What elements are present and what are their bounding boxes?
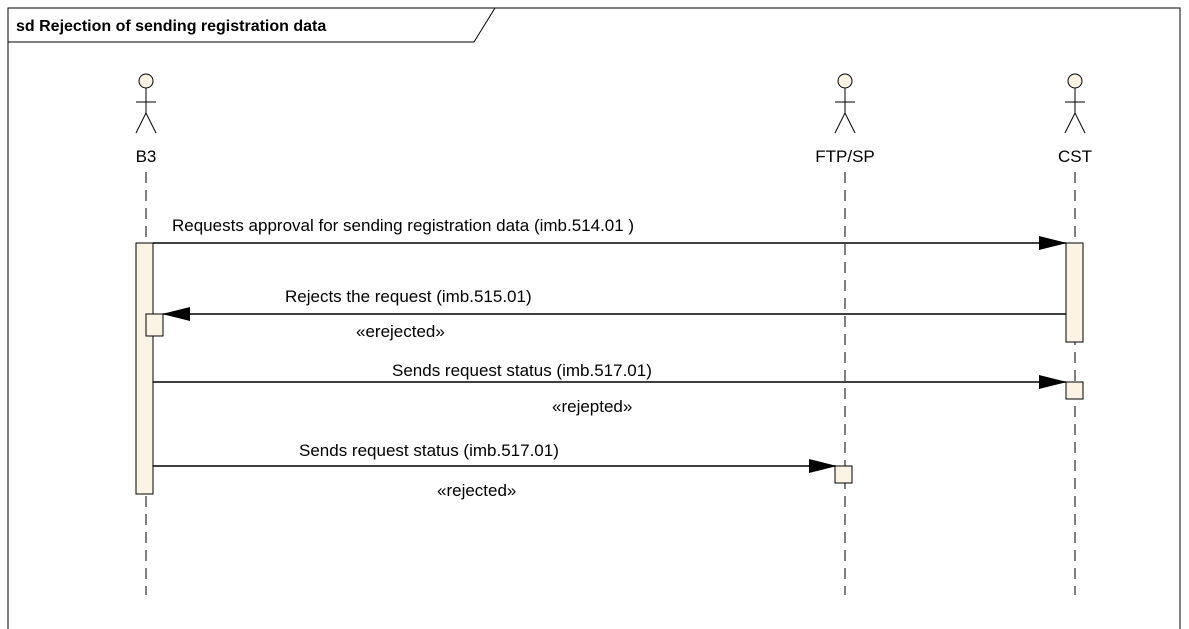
message-status-to-cst-label: Sends request status (imb.517.01) — [392, 361, 652, 380]
frame-border — [7, 7, 1181, 629]
message-status-to-ftp-sp-label: Sends request status (imb.517.01) — [299, 441, 559, 460]
actor-ftp-sp: FTP/SP — [815, 73, 875, 166]
actor-cst: CST — [1058, 73, 1092, 166]
activation-b3 — [135, 242, 154, 495]
message-rejects-request-execution — [145, 313, 164, 337]
actor-b3-name: B3 — [136, 147, 157, 166]
message-rejects-request: Rejects the request (imb.515.01) «erejec… — [145, 287, 1066, 341]
message-rejects-request-stereotype: «erejected» — [356, 322, 445, 341]
actor-b3: B3 — [135, 73, 157, 166]
message-status-to-cst-execution — [1065, 381, 1084, 400]
actor-ftp-sp-name: FTP/SP — [815, 147, 875, 166]
message-request-approval: Requests approval for sending registrati… — [153, 216, 1067, 250]
actor-ftp-sp-figure-icon — [834, 73, 856, 134]
frame-title-tab — [8, 7, 496, 43]
diagram-frame: sd Rejection of sending registration dat… — [7, 7, 1181, 629]
message-status-to-cst: Sends request status (imb.517.01) «rejep… — [153, 361, 1084, 416]
activation-cst — [1065, 242, 1084, 343]
frame-title: sd Rejection of sending registration dat… — [16, 18, 326, 35]
message-rejects-request-label: Rejects the request (imb.515.01) — [285, 287, 532, 306]
actor-cst-figure-icon — [1064, 73, 1086, 134]
message-request-approval-label: Requests approval for sending registrati… — [172, 216, 634, 235]
actor-cst-name: CST — [1058, 147, 1092, 166]
actor-b3-figure-icon — [135, 73, 157, 134]
message-status-to-ftp-sp-execution — [834, 465, 853, 484]
message-status-to-ftp-sp-stereotype: «rejected» — [437, 481, 516, 500]
message-status-to-cst-stereotype: «rejepted» — [552, 397, 632, 416]
message-status-to-ftp-sp: Sends request status (imb.517.01) «rejec… — [153, 441, 853, 500]
